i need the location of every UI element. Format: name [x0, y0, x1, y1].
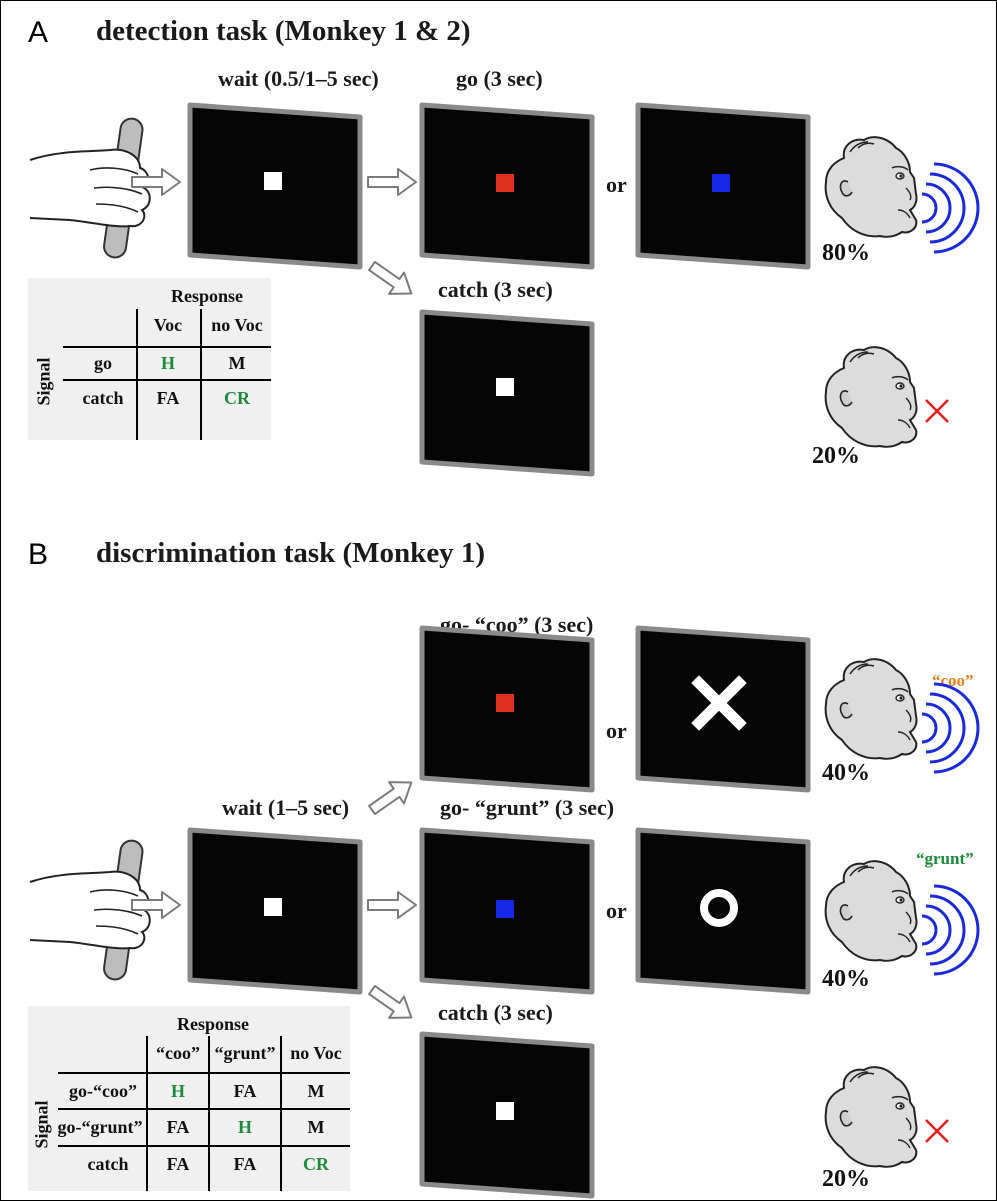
fixation-square [496, 1102, 514, 1120]
table-cell-miss: M [307, 1081, 325, 1101]
sound-wave-icon [920, 162, 980, 254]
table-line [58, 1145, 350, 1147]
panel-b-title: discrimination task (Monkey 1) [96, 537, 486, 569]
table-line [280, 1036, 282, 1191]
panel-a-or-label: or [606, 172, 627, 197]
no-response-cross-icon [924, 398, 950, 424]
panel-a-catch-label: catch (3 sec) [438, 277, 553, 302]
panel-a-letter: A [28, 16, 49, 49]
monkey-head-icon [824, 658, 918, 760]
table-row-go-coo: go-“coo” [69, 1081, 137, 1101]
red-go-square [496, 174, 514, 192]
panel-a-title: detection task (Monkey 1 & 2) [96, 15, 471, 47]
table-line [58, 1108, 350, 1110]
table-response-header: Response [170, 286, 243, 306]
sound-wave-icon [920, 682, 980, 774]
blue-go-square [712, 174, 730, 192]
fixation-square [264, 172, 282, 190]
panel-b-letter: B [28, 538, 49, 571]
table-row-catch: catch [87, 1154, 129, 1174]
x-shape-icon [691, 675, 747, 731]
table-line [63, 379, 271, 381]
table-line [58, 1072, 350, 1074]
go-grunt-screen-ring [638, 830, 808, 992]
monkey-head-icon [824, 860, 918, 962]
no-response-cross-icon [924, 1118, 950, 1144]
panel-b-pct-catch: 20% [822, 1166, 870, 1192]
table-col-no-voc: no Voc [290, 1043, 342, 1063]
arrow-icon [363, 770, 420, 822]
table-row-catch: catch [82, 388, 124, 408]
panel-b-or-label-1: or [606, 718, 627, 743]
table-row-go-grunt: go-“grunt” [57, 1117, 143, 1137]
monkey-head-icon [824, 1066, 918, 1168]
panel-b-outcome-table: Response “coo” “grunt” no Voc go-“coo” H… [28, 1006, 350, 1191]
sound-wave-icon [920, 884, 980, 976]
table-cell-false-alarm: FA [233, 1081, 257, 1101]
panel-b-wait-label: wait (1–5 sec) [222, 795, 350, 820]
table-cell-false-alarm: FA [233, 1154, 257, 1174]
table-response-header: Response [176, 1014, 249, 1034]
table-col-voc: Voc [153, 315, 183, 335]
panel-a-pct-go: 80% [822, 240, 870, 266]
arrow-icon [363, 254, 420, 306]
table-cell-correct-rejection: CR [224, 388, 250, 408]
table-cell-miss: M [307, 1117, 325, 1137]
ring-shape-icon [700, 889, 738, 927]
panel-b-go-grunt-label: go- “grunt” (3 sec) [440, 795, 615, 820]
table-cell-hit: H [170, 1081, 185, 1101]
table-cell-false-alarm: FA [156, 388, 180, 408]
table-cell-correct-rejection: CR [303, 1154, 329, 1174]
panel-a-wait-label: wait (0.5/1–5 sec) [218, 66, 379, 91]
monkey-head-icon [824, 136, 918, 238]
table-line [200, 309, 202, 440]
fixation-square [496, 378, 514, 396]
red-go-square [496, 694, 514, 712]
table-col-coo: “coo” [156, 1043, 200, 1063]
panel-b-or-label-2: or [606, 898, 627, 923]
voc-grunt-label: “grunt” [916, 849, 974, 868]
table-row-go: go [94, 353, 112, 373]
table-col-grunt: “grunt” [214, 1043, 276, 1063]
panel-a-outcome-table: Response Voc no Voc go H M catch FA CR S… [28, 278, 271, 440]
arrow-icon [363, 978, 420, 1030]
table-cell-hit: H [160, 353, 175, 373]
table-cell-miss: M [228, 353, 246, 373]
table-line [208, 1036, 210, 1191]
table-line [136, 309, 138, 440]
monkey-head-icon [824, 346, 918, 448]
table-col-no-voc: no Voc [211, 315, 263, 335]
arrow-icon [367, 891, 417, 919]
arrow-icon [367, 168, 417, 196]
fixation-square [264, 898, 282, 916]
table-cell-false-alarm: FA [166, 1154, 190, 1174]
table-cell-false-alarm: FA [166, 1117, 190, 1137]
panel-b-pct-coo: 40% [822, 760, 870, 786]
panel-b-catch-label: catch (3 sec) [438, 1000, 553, 1025]
blue-go-square [496, 900, 514, 918]
panel-b-pct-grunt: 40% [822, 966, 870, 992]
table-line [146, 1036, 148, 1191]
hand-on-lever-icon [29, 116, 151, 260]
panel-a-go-label: go (3 sec) [456, 66, 543, 91]
panel-a-pct-catch: 20% [812, 443, 860, 469]
table-line [63, 346, 271, 348]
table-cell-hit: H [237, 1117, 252, 1137]
